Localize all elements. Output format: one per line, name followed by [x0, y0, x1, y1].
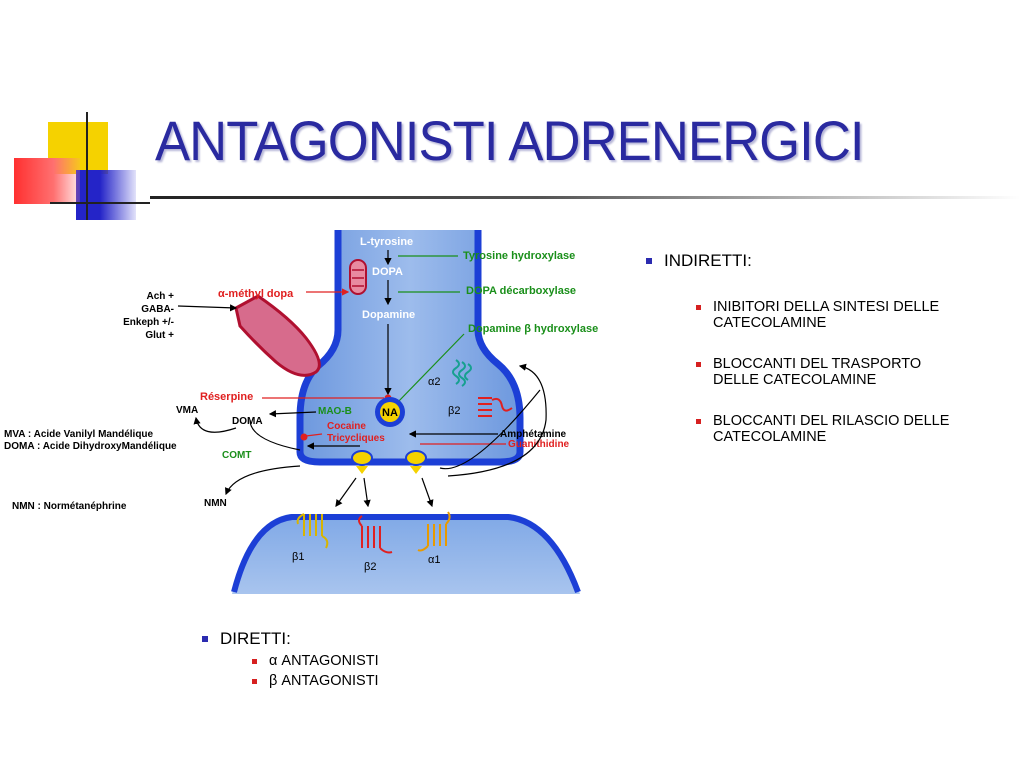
na-label: NA [382, 407, 398, 419]
indiretti-item: BLOCCANTI DEL RILASCIO DELLE CATECOLAMIN… [696, 413, 1016, 445]
bullet-square-icon [696, 362, 701, 367]
vertical-line [86, 112, 88, 220]
diretti-heading-item: DIRETTI: [202, 629, 502, 649]
indiretti-heading: INDIRETTI: [664, 251, 752, 270]
mao-b-label: MAO-B [318, 406, 352, 417]
indiretti-item-text: BLOCCANTI DEL RILASCIO DELLE CATECOLAMIN… [713, 413, 950, 445]
diretti-list: DIRETTI: α ANTAGONISTI β ANTAGONISTI [202, 629, 502, 689]
dopamine-label: Dopamine [362, 309, 415, 321]
slide-title: ANTAGONISTI ADRENERGICI [155, 109, 865, 172]
bullet-square-icon [696, 419, 701, 424]
gaba-label: GABA- [141, 304, 174, 315]
dopa-label: DOPA [372, 266, 403, 278]
alpha-methyl-dopa-label: α-méthyl dopa [218, 288, 294, 300]
indiretti-item: BLOCCANTI DEL TRASPORTO DELLE CATECOLAMI… [696, 356, 1016, 388]
beta2-pre-label: β2 [448, 405, 460, 417]
nmn-label: NMN [204, 498, 227, 509]
vma-label: VMA [176, 405, 198, 416]
doma-definition: DOMA : Acide DihydroxyMandélique [4, 441, 177, 452]
glut-label: Glut + [145, 330, 174, 341]
beta2-post-label: β2 [364, 561, 376, 573]
title-underline [150, 196, 1020, 199]
bullet-square-icon [696, 305, 701, 310]
axo-axonic-terminal [234, 294, 321, 377]
release-site-left [351, 450, 373, 474]
postsynaptic-neuron [232, 514, 580, 594]
doma-label: DOMA [232, 416, 263, 427]
indiretti-list: INDIRETTI: INIBITORI DELLA SINTESI DELLE… [646, 251, 1016, 445]
mva-definition: MVA : Acide Vanilyl Mandélique [4, 429, 154, 440]
indiretti-item: INIBITORI DELLA SINTESI DELLE CATECOLAMI… [696, 299, 1016, 331]
alpha1-label: α1 [428, 554, 440, 566]
guanithidine-label: Guanithidine [508, 439, 570, 450]
bullet-square-icon [252, 659, 257, 664]
tyrosine-hydroxylase-label: Tyrosine hydroxylase [463, 250, 575, 262]
bullet-square-icon [252, 679, 257, 684]
comt-label: COMT [222, 450, 251, 461]
bullet-square-icon [202, 636, 208, 642]
diretti-item: β ANTAGONISTI [252, 673, 502, 689]
beta1-receptor [296, 513, 329, 549]
dopa-vesicle [349, 259, 367, 295]
release-site-right [405, 450, 427, 474]
noradrenergic-synapse-diagram: L-tyrosine DOPA Dopamine Tyrosine hydrox… [4, 230, 598, 594]
dopamine-b-hydroxylase-label: Dopamine β hydroxylase [468, 323, 598, 335]
amphetamine-label: Amphétamine [500, 429, 567, 440]
horizontal-line [50, 202, 150, 204]
diretti-item: α ANTAGONISTI [252, 653, 502, 669]
diretti-item-text: β ANTAGONISTI [269, 673, 379, 689]
ach-label: Ach + [146, 291, 174, 302]
indiretti-item-text: INIBITORI DELLA SINTESI DELLE CATECOLAMI… [713, 299, 940, 331]
dopa-decarboxylase-label: DOPA décarboxylase [466, 285, 576, 297]
nmn-definition: NMN : Normétanéphrine [12, 501, 127, 512]
enkeph-label: Enkeph +/- [123, 317, 174, 328]
l-tyrosine-label: L-tyrosine [360, 236, 413, 248]
diretti-item-text: α ANTAGONISTI [269, 653, 379, 669]
red-square [14, 158, 80, 204]
beta1-label: β1 [292, 551, 304, 563]
tricycliques-label: Tricycliques [327, 433, 385, 444]
bullet-square-icon [646, 258, 652, 264]
beta2-pre-receptor [478, 397, 513, 417]
beta2-post-receptor [358, 515, 393, 554]
alpha1-receptor [417, 511, 451, 552]
indiretti-heading-item: INDIRETTI: [646, 251, 1016, 271]
reserpine-label: Réserpine [200, 391, 253, 403]
alpha2-receptor [452, 359, 472, 387]
blue-square [76, 170, 136, 220]
indiretti-item-text: BLOCCANTI DEL TRASPORTO DELLE CATECOLAMI… [713, 356, 922, 388]
cocaine-label: Cocaine [327, 421, 366, 432]
postsynaptic-membrane [231, 514, 581, 594]
diretti-heading: DIRETTI: [220, 629, 291, 648]
alpha2-label: α2 [428, 376, 440, 388]
